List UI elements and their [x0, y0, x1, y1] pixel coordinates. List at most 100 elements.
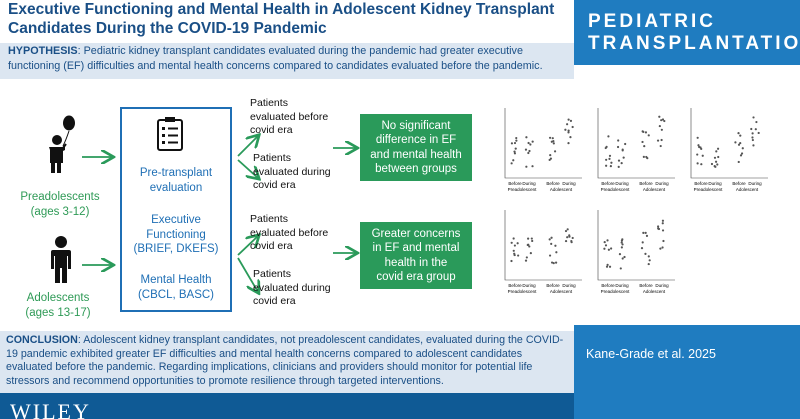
- thumb-point: [510, 259, 513, 263]
- thumb-point: [621, 257, 624, 260]
- thumb-tick-label: Before: [508, 181, 522, 186]
- thumb-point: [604, 244, 608, 247]
- thumb-point: [661, 246, 664, 249]
- thumb-tick-label: Before: [732, 181, 746, 186]
- text-line: (CBCL, BASC): [137, 288, 215, 301]
- thumb-group-label: Preadolescent: [601, 187, 631, 192]
- text-line: and mental health: [370, 148, 462, 161]
- thumb-tick-label: Before: [546, 181, 560, 186]
- thumb-point: [642, 231, 645, 234]
- thumb-point: [659, 247, 662, 250]
- text-line: Mental Health: [140, 274, 212, 286]
- thumb-point: [529, 143, 532, 146]
- text-line: Patients: [250, 97, 288, 109]
- thumb-axis: [597, 108, 675, 179]
- text-line: between groups: [375, 163, 457, 175]
- thumb-point: [716, 147, 720, 150]
- flow-arrows: [82, 136, 356, 292]
- thumb-point: [549, 153, 552, 157]
- thumb-tick-label: During: [562, 283, 576, 288]
- thumb-point: [645, 155, 648, 159]
- thumb-point: [512, 237, 515, 240]
- thumb-point: [528, 149, 531, 153]
- thumb-point: [548, 136, 552, 139]
- thumb-point: [550, 236, 553, 239]
- footer: WILEY: [0, 393, 574, 419]
- thumb-point: [513, 150, 516, 153]
- text-line: health in the: [384, 256, 448, 269]
- thumb-point: [622, 156, 625, 159]
- thumb-point: [734, 141, 737, 144]
- text-line: covid era: [250, 124, 293, 136]
- thumb-axis: [690, 108, 768, 179]
- thumb-point: [641, 241, 644, 244]
- thumb-point: [567, 131, 570, 134]
- thumb-tick-label: Before: [601, 181, 615, 186]
- thumb-tick-label: During: [655, 283, 669, 288]
- thumb-point: [606, 263, 609, 266]
- thumb-point: [608, 154, 612, 157]
- thumb-point: [512, 159, 515, 162]
- thumb-point: [603, 241, 606, 244]
- thumb-point: [510, 162, 513, 165]
- hypothesis-label: HYPOTHESIS: [8, 45, 78, 57]
- text-line: Patients: [250, 213, 288, 225]
- publisher-logo: WILEY: [10, 399, 91, 419]
- thumb-point: [566, 123, 569, 126]
- thumb-point: [552, 142, 555, 145]
- thumb-point: [554, 244, 557, 247]
- thumb-group-label: Adolescent: [736, 187, 759, 192]
- text-line: evaluated during: [253, 281, 331, 294]
- thumb-point: [607, 248, 610, 251]
- group-ages: (ages 3-12): [30, 206, 90, 218]
- thumb-point: [621, 243, 624, 246]
- text-line: Patients: [253, 268, 291, 280]
- thumb-point: [661, 219, 665, 222]
- thumb-point: [605, 265, 609, 268]
- thumb-point: [751, 136, 754, 139]
- thumb-axis: [597, 210, 675, 281]
- thumb-group-label: Adolescent: [643, 187, 666, 192]
- adolescent-icon: [51, 236, 71, 283]
- thumb-point: [569, 136, 572, 139]
- text-line: evaluated before: [250, 226, 329, 239]
- thumb-point: [752, 144, 755, 147]
- thumb-point: [617, 159, 621, 162]
- thumb-point: [512, 249, 515, 252]
- thumb-point: [570, 241, 573, 244]
- era-before-bottom: Patients evaluated before covid era: [250, 213, 328, 254]
- page-title: Executive Functioning and Mental Health …: [8, 1, 555, 37]
- text-line: covid era: [253, 295, 296, 307]
- thumb-point: [525, 136, 528, 139]
- era-during-bottom: Patients evaluated during covid era: [253, 268, 331, 309]
- text-line: covid era: [250, 240, 293, 252]
- thumb-point: [700, 163, 703, 166]
- thumb-point: [660, 119, 663, 122]
- thumb-point: [700, 147, 703, 151]
- thumb-point: [657, 227, 661, 231]
- journal-logo: PEDIATRIC TRANSPLANTATION: [574, 0, 800, 65]
- thumb-point: [740, 152, 744, 155]
- conclusion-text: : Adolescent kidney transplant candidate…: [6, 334, 564, 387]
- thumb-point: [661, 222, 664, 225]
- thumb-point: [606, 239, 609, 242]
- thumb-group-label: Adolescent: [550, 289, 573, 294]
- thumb-point: [531, 165, 534, 168]
- thumb-point: [526, 243, 529, 247]
- thumb-point: [525, 256, 528, 259]
- thumb-tick-label: During: [748, 181, 762, 186]
- thumb-point: [716, 163, 719, 166]
- thumb-axis: [504, 210, 582, 281]
- thumb-point: [750, 127, 753, 131]
- thumb-point: [696, 153, 699, 156]
- hypothesis-text: : Pediatric kidney transplant candidates…: [8, 45, 543, 72]
- thumb-group-label: Preadolescent: [508, 289, 538, 294]
- thumb-point: [647, 255, 650, 258]
- thumb-point: [552, 262, 555, 265]
- thumb-axis: [504, 108, 582, 179]
- journal-name-line2: TRANSPLANTATION: [588, 32, 800, 54]
- text-line: Greater concerns: [371, 227, 461, 240]
- thumb-point: [648, 259, 651, 262]
